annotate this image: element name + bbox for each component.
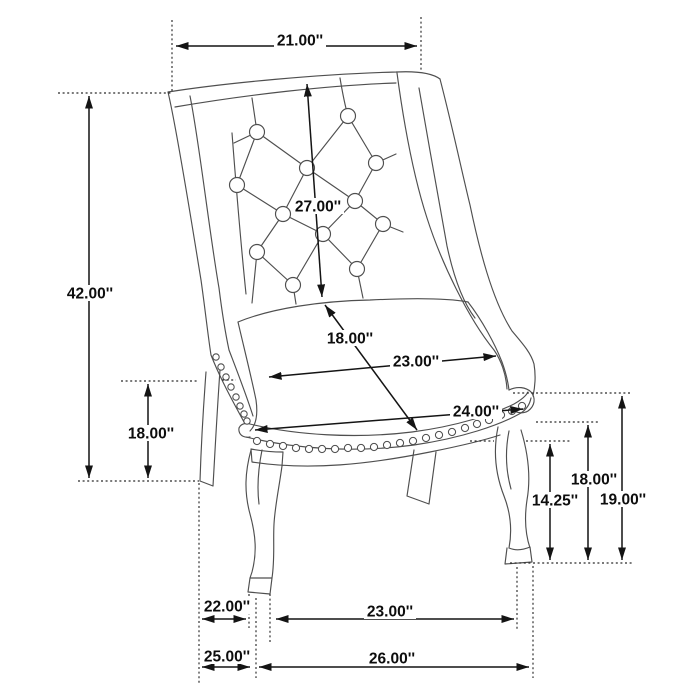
chair-left-wing-seam <box>189 95 254 417</box>
chair-drawing <box>167 71 536 595</box>
chair-right-wing-inner <box>396 72 508 390</box>
dim-label-back-length: 27.00'' <box>295 199 341 216</box>
chair-seat-right-edge <box>467 301 510 391</box>
dim-label-leg-gap-front: 23.00'' <box>367 604 413 621</box>
chair-tufting-pleats <box>233 77 404 305</box>
chair-top-rail-inner <box>174 82 397 108</box>
chair-back-left-leg <box>199 369 221 487</box>
dim-arrow-seat-width-rear <box>268 353 497 380</box>
chair-front-left-leg <box>245 449 283 595</box>
dim-label-seat-height-front: 18.00'' <box>571 472 617 489</box>
chair-back-right-leg <box>406 449 437 505</box>
chair-seat-roll-left-cap <box>238 422 251 438</box>
dim-label-seat-width-front: 24.00'' <box>453 404 499 421</box>
chair-seat-back-junction <box>237 298 469 323</box>
dim-label-top-width: 21.00'' <box>277 33 323 50</box>
dim-label-footprint-width: 26.00'' <box>369 651 415 668</box>
dimension-labels: 21.00'' 42.00'' 27.00'' 18.00'' 23.00'' … <box>64 32 649 668</box>
dimension-lines <box>85 42 626 671</box>
chair-apron <box>250 434 501 467</box>
dim-arrow-back-length <box>303 83 326 298</box>
extension-lines <box>58 17 632 684</box>
chair-back-panel-left-edge <box>231 132 247 295</box>
chair-left-wing-outer <box>167 91 245 423</box>
chair-top-rail-outer <box>167 71 441 93</box>
dim-label-leg-height: 14.25'' <box>532 493 578 510</box>
chair-seat-left-edge <box>237 321 258 432</box>
dim-label-seat-width-rear: 23.00'' <box>393 354 439 371</box>
chair-right-wing-seam <box>418 87 476 319</box>
dim-label-overall-height: 42.00'' <box>67 286 113 303</box>
chair-nailhead-trim-arm <box>212 353 251 425</box>
dim-label-footprint-depth: 25.00'' <box>204 649 250 666</box>
ext-seat-level-left <box>121 379 236 382</box>
dim-label-arm-front-height: 19.00'' <box>600 492 646 509</box>
chair-right-wing-outer <box>439 78 536 397</box>
dim-label-seat-depth: 18.00'' <box>327 331 373 348</box>
dim-label-seat-height-side: 18.00'' <box>128 426 174 443</box>
dim-label-leg-gap-side: 22.00'' <box>204 599 250 616</box>
chair-front-right-leg <box>494 426 533 565</box>
